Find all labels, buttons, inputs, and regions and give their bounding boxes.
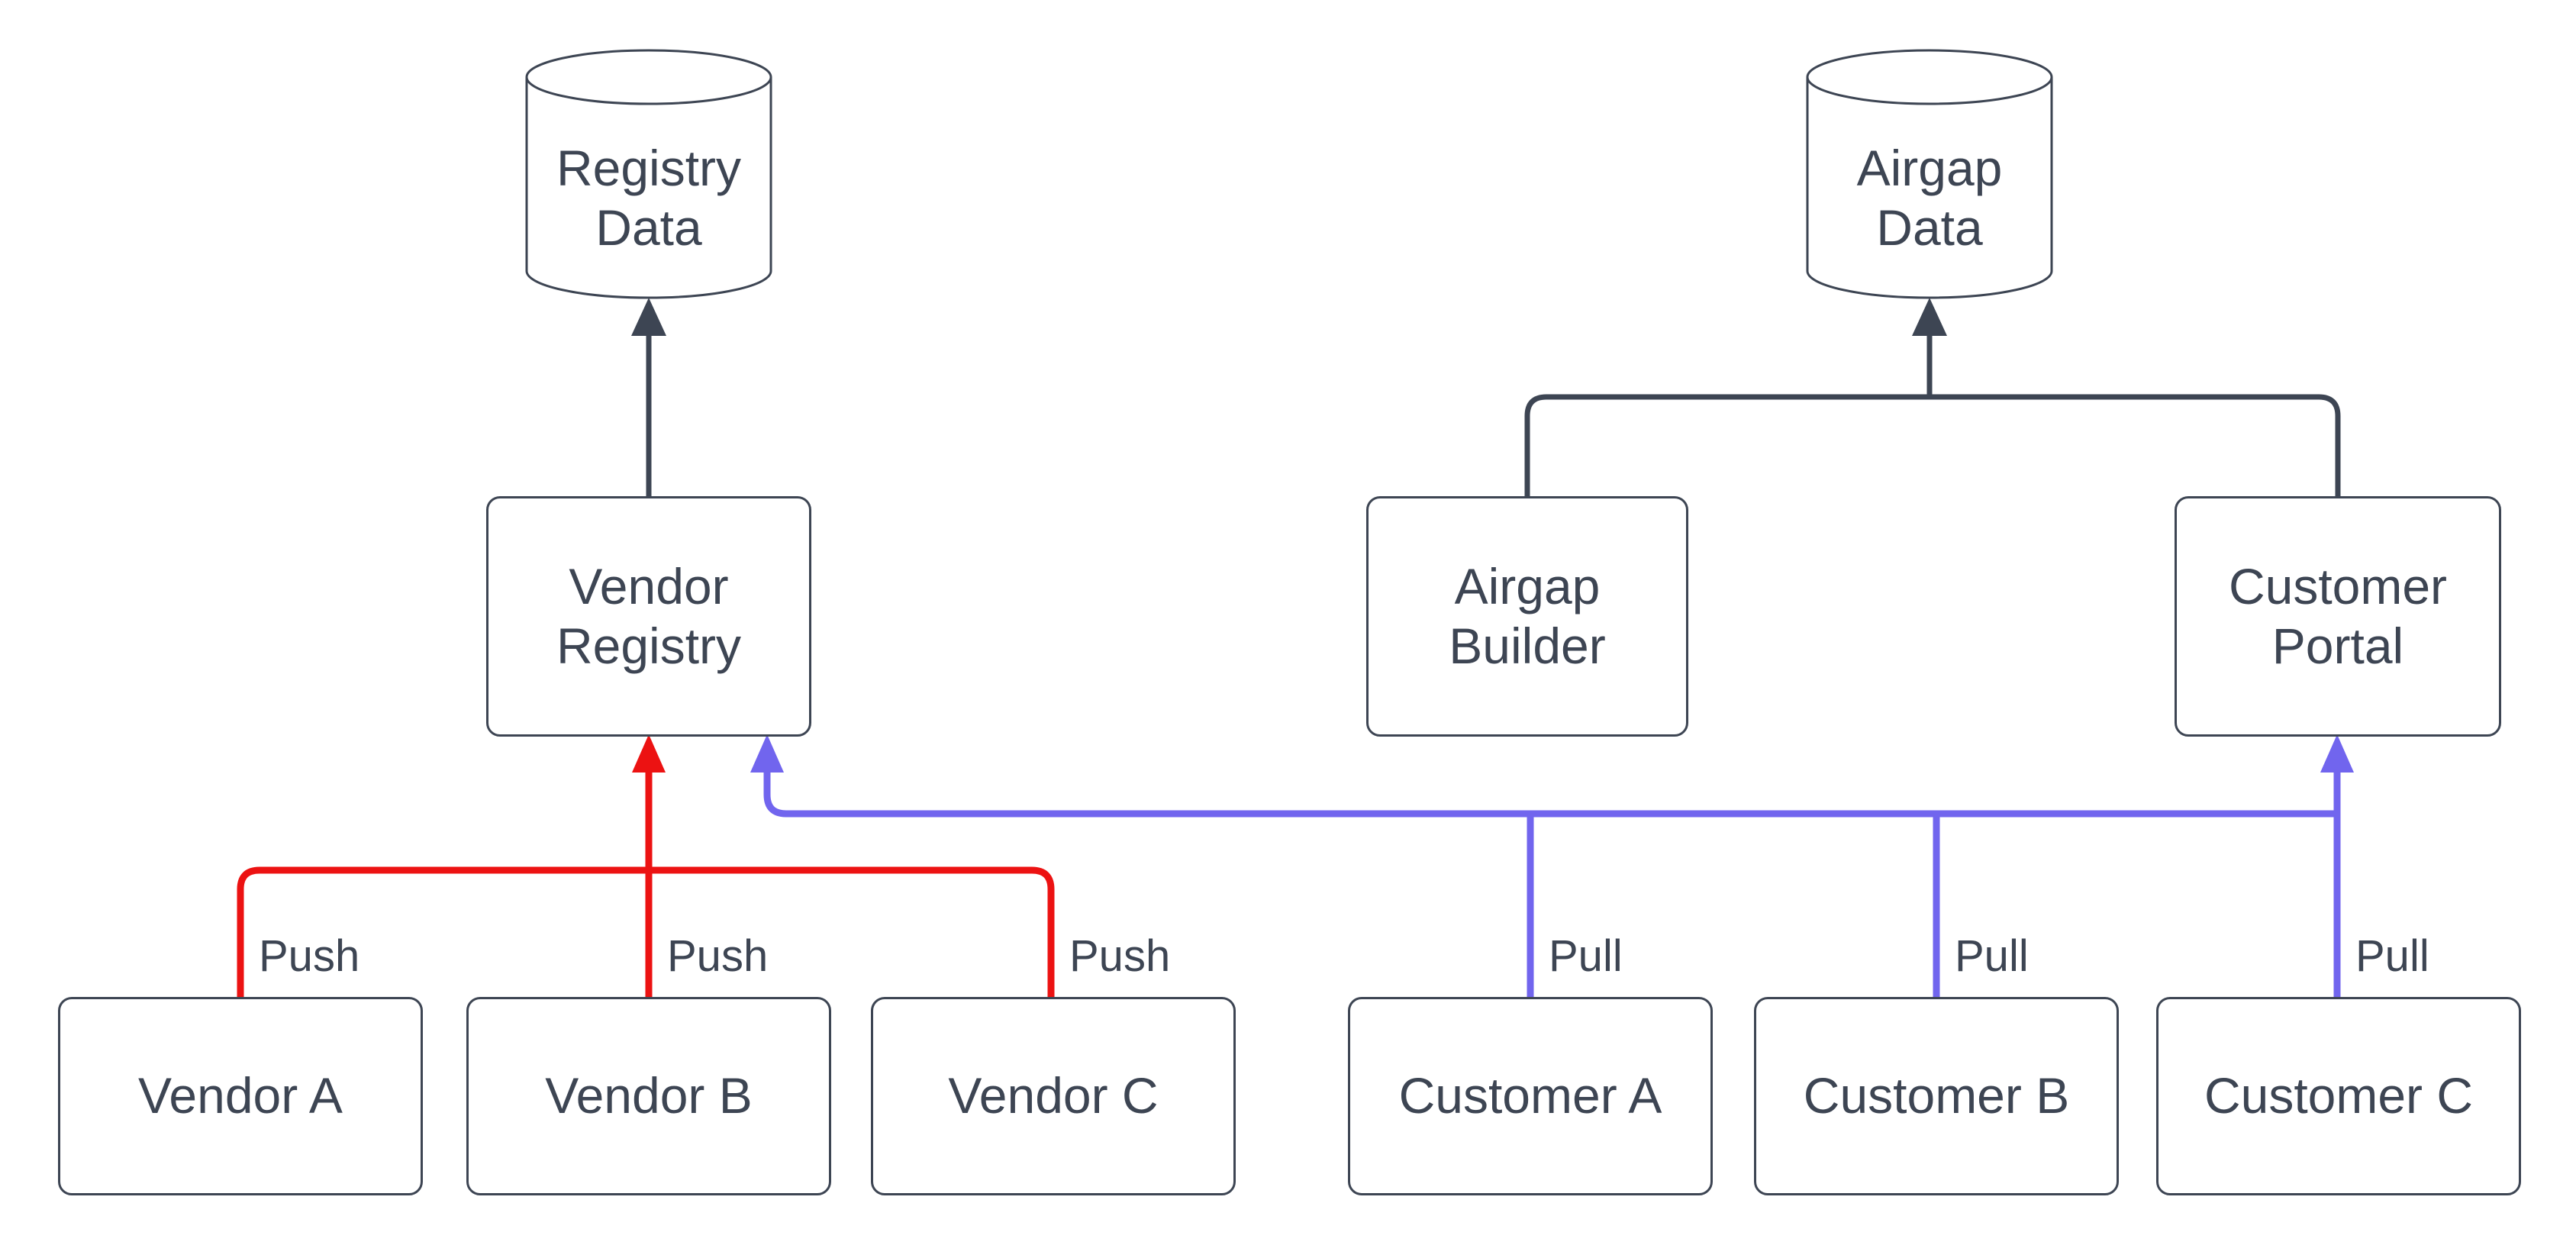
node-airgap-builder: Airgap Builder [1366,496,1688,737]
cylinder-top [525,49,772,105]
arrowhead-push-vendor-registry [632,734,666,773]
edge-label-push-vendor-c: Push [1069,931,1171,981]
node-customer-c: Customer C [2156,997,2521,1195]
node-customer-a: Customer A [1348,997,1713,1195]
node-airgap-data: Airgap Data [1856,140,2003,256]
edge-label-push-vendor-b: Push [667,931,769,981]
node-vendor-registry: Vendor Registry [486,496,811,737]
arrowhead-registry-data [631,298,666,336]
node-vendor-b: Vendor B [466,997,831,1195]
node-registry-data: Registry Data [556,140,742,256]
arrowhead-pull-vendor-registry [750,734,784,773]
cylinder-top [1806,49,2053,105]
node-customer-portal: Customer Portal [2175,496,2501,737]
edge-label-push-vendor-a: Push [259,931,360,981]
edge-airgap-builder-customer-portal-bus [1524,394,2341,496]
registry-data-cylinder-shape [525,49,772,299]
edge-pull-bus [763,771,2337,818]
node-vendor-c: Vendor C [871,997,1236,1195]
airgap-data-cylinder-shape [1806,49,2053,299]
arrowhead-airgap-data [1912,298,1947,336]
edge-label-pull-customer-b: Pull [1955,931,2029,981]
node-vendor-a: Vendor A [58,997,423,1195]
node-customer-b: Customer B [1754,997,2119,1195]
arrowhead-pull-customer-portal [2320,734,2354,773]
edge-label-pull-customer-c: Pull [2355,931,2429,981]
edge-label-pull-customer-a: Pull [1549,931,1623,981]
